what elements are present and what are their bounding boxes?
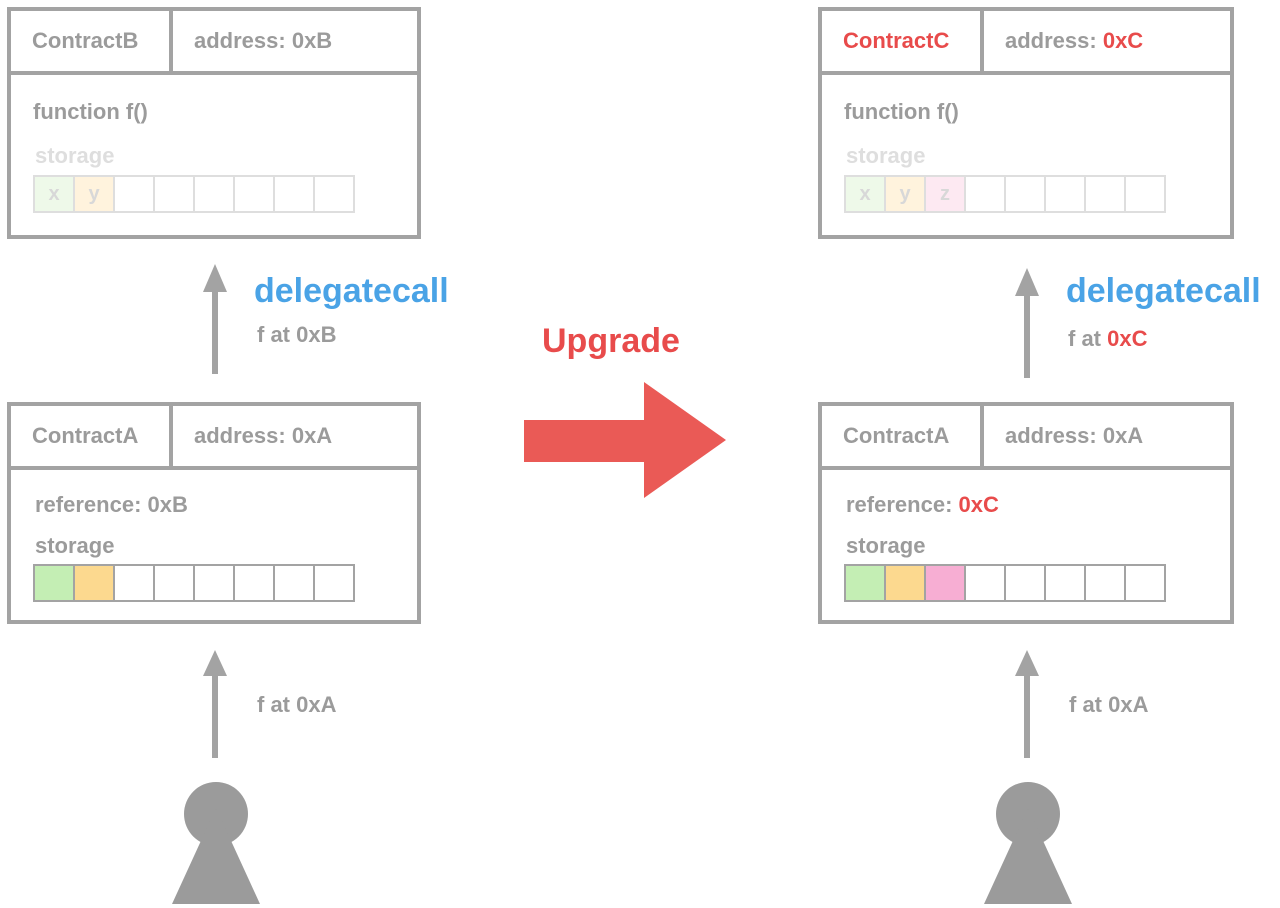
contract-a-box-left: ContractA address: 0xA reference: 0xB st… xyxy=(7,402,421,624)
call-target-value: 0xC xyxy=(1107,326,1148,351)
storage-cell xyxy=(964,175,1006,213)
contract-c-storage-label: storage xyxy=(846,143,926,168)
reference-value: 0xC xyxy=(958,492,999,517)
call-target-right: f at 0xC xyxy=(1068,326,1147,352)
storage-cell xyxy=(1124,564,1166,602)
storage-cell-x: x xyxy=(33,175,75,213)
contract-a-box-right: ContractA address: 0xA reference: 0xC st… xyxy=(818,402,1234,624)
storage-cell-pink xyxy=(924,564,966,602)
storage-cell xyxy=(313,175,355,213)
user-call-label-left: f at 0xA xyxy=(257,692,337,717)
storage-cell xyxy=(1124,175,1166,213)
contract-c-address: address: 0xC xyxy=(984,11,1143,71)
contract-a-reference: reference: 0xB xyxy=(35,492,188,518)
contract-c-header: ContractC address: 0xC xyxy=(822,11,1230,75)
call-target-prefix: f at xyxy=(257,322,297,347)
contract-a-name: ContractA xyxy=(11,406,173,466)
delegatecall-arrow-right xyxy=(1015,268,1039,378)
storage-cell-green xyxy=(33,564,75,602)
contract-a-header: ContractA address: 0xA xyxy=(822,406,1230,470)
storage-cell xyxy=(233,175,275,213)
storage-cell xyxy=(153,175,195,213)
upgrade-label: Upgrade xyxy=(542,322,680,360)
address-label: address: xyxy=(194,28,292,53)
storage-cell-green xyxy=(844,564,886,602)
delegatecall-label-left: delegatecall xyxy=(254,272,449,310)
address-label: address: xyxy=(1005,28,1103,53)
storage-cell-x: x xyxy=(844,175,886,213)
contract-a-storage-label: storage xyxy=(35,533,115,558)
storage-cell-orange xyxy=(884,564,926,602)
reference-label: reference: xyxy=(846,492,959,517)
storage-cell xyxy=(1044,564,1086,602)
contract-a-header: ContractA address: 0xA xyxy=(11,406,417,470)
storage-cell-y: y xyxy=(73,175,115,213)
user-body xyxy=(984,808,1072,904)
contract-b-function: function f() xyxy=(33,99,148,124)
storage-cell xyxy=(1084,564,1126,602)
contract-b-address: address: 0xB xyxy=(173,11,332,71)
contract-a-storage-label: storage xyxy=(846,533,926,558)
storage-cell xyxy=(964,564,1006,602)
address-label: address: xyxy=(1005,423,1103,448)
storage-cell xyxy=(1044,175,1086,213)
contract-a-storage-cells xyxy=(33,564,355,602)
delegatecall-arrow-left xyxy=(203,264,227,374)
contract-a-address: address: 0xA xyxy=(984,406,1143,466)
contract-a-reference: reference: 0xC xyxy=(846,492,999,518)
contract-a-address: address: 0xA xyxy=(173,406,332,466)
contract-a-storage-cells xyxy=(844,564,1166,602)
storage-cell xyxy=(313,564,355,602)
contract-b-storage-label: storage xyxy=(35,143,115,168)
contract-b-header: ContractB address: 0xB xyxy=(11,11,417,75)
contract-b-storage-cells: x y xyxy=(33,175,355,213)
address-value: 0xB xyxy=(291,28,333,53)
call-target-left: f at 0xB xyxy=(257,322,336,348)
contract-c-function: function f() xyxy=(844,99,959,124)
storage-cell xyxy=(113,175,155,213)
address-label: address: xyxy=(194,423,292,448)
storage-cell xyxy=(273,175,315,213)
reference-label: reference: xyxy=(35,492,148,517)
storage-cell xyxy=(193,175,235,213)
storage-cell-z: z xyxy=(924,175,966,213)
reference-value: 0xB xyxy=(147,492,188,517)
contract-c-storage-cells: x y z xyxy=(844,175,1166,213)
address-value: 0xA xyxy=(1102,423,1144,448)
contract-a-name: ContractA xyxy=(822,406,984,466)
upgrade-arrow xyxy=(524,382,726,498)
delegatecall-label-right: delegatecall xyxy=(1066,272,1261,310)
contract-c-box: ContractC address: 0xC function f() stor… xyxy=(818,7,1234,239)
storage-cell xyxy=(1004,175,1046,213)
address-value: 0xC xyxy=(1102,28,1144,53)
contract-b-box: ContractB address: 0xB function f() stor… xyxy=(7,7,421,239)
storage-cell xyxy=(233,564,275,602)
call-target-value: 0xB xyxy=(296,322,337,347)
user-call-arrow-left xyxy=(203,650,227,758)
storage-cell xyxy=(153,564,195,602)
storage-cell xyxy=(193,564,235,602)
storage-cell-y: y xyxy=(884,175,926,213)
user-call-arrow-right xyxy=(1015,650,1039,758)
storage-cell xyxy=(1004,564,1046,602)
user-body xyxy=(172,808,260,904)
contract-b-name: ContractB xyxy=(11,11,173,71)
user-call-label-right: f at 0xA xyxy=(1069,692,1149,717)
contract-c-name: ContractC xyxy=(822,11,984,71)
storage-cell xyxy=(1084,175,1126,213)
storage-cell xyxy=(273,564,315,602)
storage-cell-orange xyxy=(73,564,115,602)
storage-cell xyxy=(113,564,155,602)
address-value: 0xA xyxy=(291,423,333,448)
call-target-prefix: f at xyxy=(1068,326,1108,351)
